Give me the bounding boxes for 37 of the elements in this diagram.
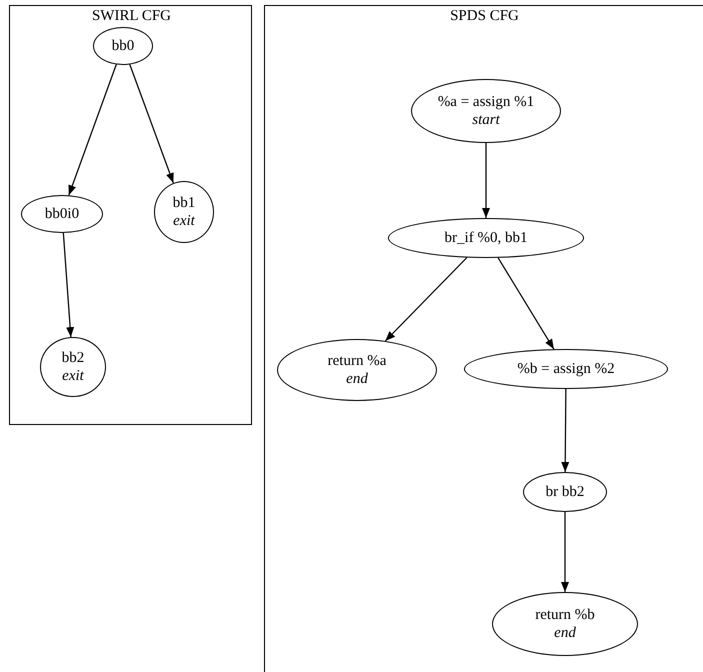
cluster-title: SWIRL CFG xyxy=(90,8,172,24)
node-label: bb0 xyxy=(112,37,134,55)
ellipse-node xyxy=(154,181,214,243)
node-tag: end xyxy=(554,624,576,642)
node-tag: exit xyxy=(173,212,195,230)
node-label: bb1 xyxy=(172,194,196,212)
ellipse-node xyxy=(492,592,638,656)
node-label: return %b xyxy=(535,606,595,624)
ellipse-node xyxy=(411,79,561,143)
arrow xyxy=(498,258,554,350)
arrow xyxy=(561,389,570,472)
node-label: %a = assign %1 xyxy=(438,93,534,111)
cluster-frame xyxy=(264,5,703,672)
node-tag: end xyxy=(346,370,368,388)
node-label: bb2 xyxy=(62,349,84,367)
ellipse-node xyxy=(277,339,437,401)
arrow xyxy=(384,257,468,342)
node-tag: exit xyxy=(62,367,84,385)
ellipse-node xyxy=(93,27,153,65)
cluster-title: SPDS CFG xyxy=(449,8,520,24)
arrow xyxy=(482,143,490,218)
cluster-frame xyxy=(9,5,252,425)
node-label: br_if %0, bb1 xyxy=(444,229,528,247)
ellipse-node xyxy=(40,337,106,397)
arrow xyxy=(62,232,74,338)
node-label: bb0i0 xyxy=(44,205,80,223)
node-label: br bb2 xyxy=(546,483,584,501)
ellipse-node xyxy=(388,218,584,258)
node-label: return %a xyxy=(328,352,386,370)
ellipse-node xyxy=(21,195,103,233)
ellipse-node xyxy=(523,472,607,512)
arrow xyxy=(561,512,569,592)
ellipse-node xyxy=(464,349,668,389)
arrow xyxy=(68,64,117,196)
node-label: %b = assign %2 xyxy=(517,360,615,378)
arrow xyxy=(129,64,174,184)
node-tag: start xyxy=(472,111,500,129)
